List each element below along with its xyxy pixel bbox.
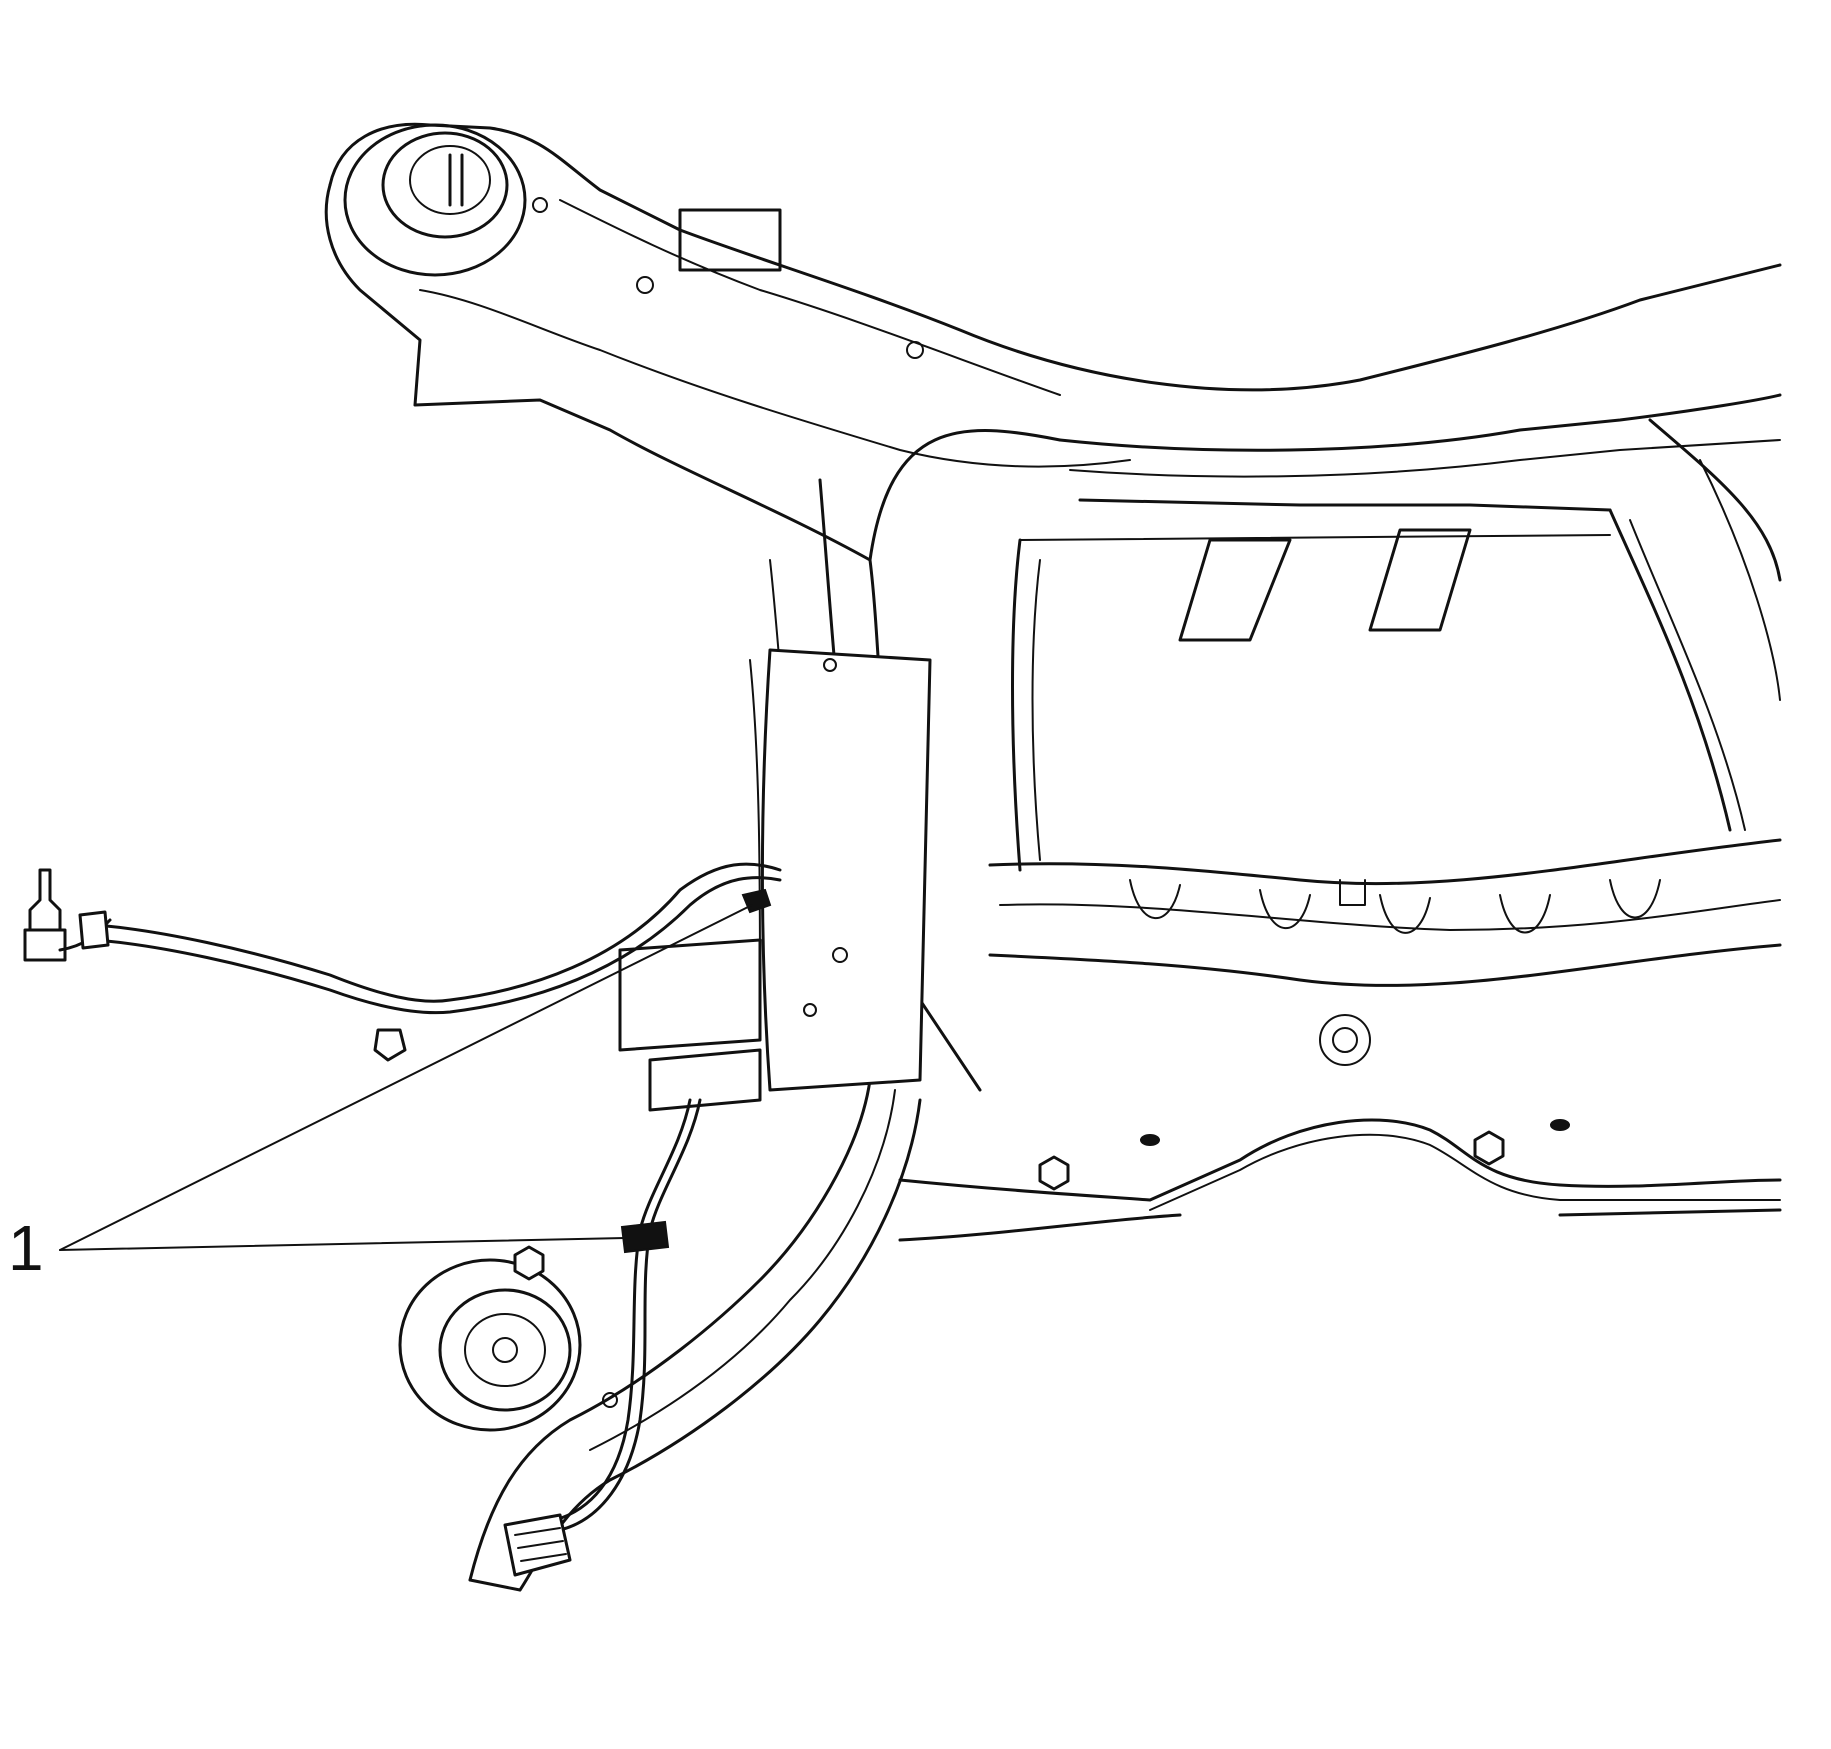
harness-connector [503, 1513, 572, 1577]
wheel-speed-sensor [23, 868, 112, 962]
sensor-harness [93, 862, 782, 1532]
upper-bushing [343, 123, 548, 277]
harness-clip-2 [620, 1220, 670, 1254]
callout-1-label: 1 [8, 1212, 44, 1284]
frame-details [513, 208, 1570, 1281]
harness-clip-3 [373, 1028, 407, 1062]
lower-bushing [398, 1258, 618, 1432]
subframe-outline [324, 122, 1782, 1592]
callout-1: 1 [8, 904, 753, 1284]
